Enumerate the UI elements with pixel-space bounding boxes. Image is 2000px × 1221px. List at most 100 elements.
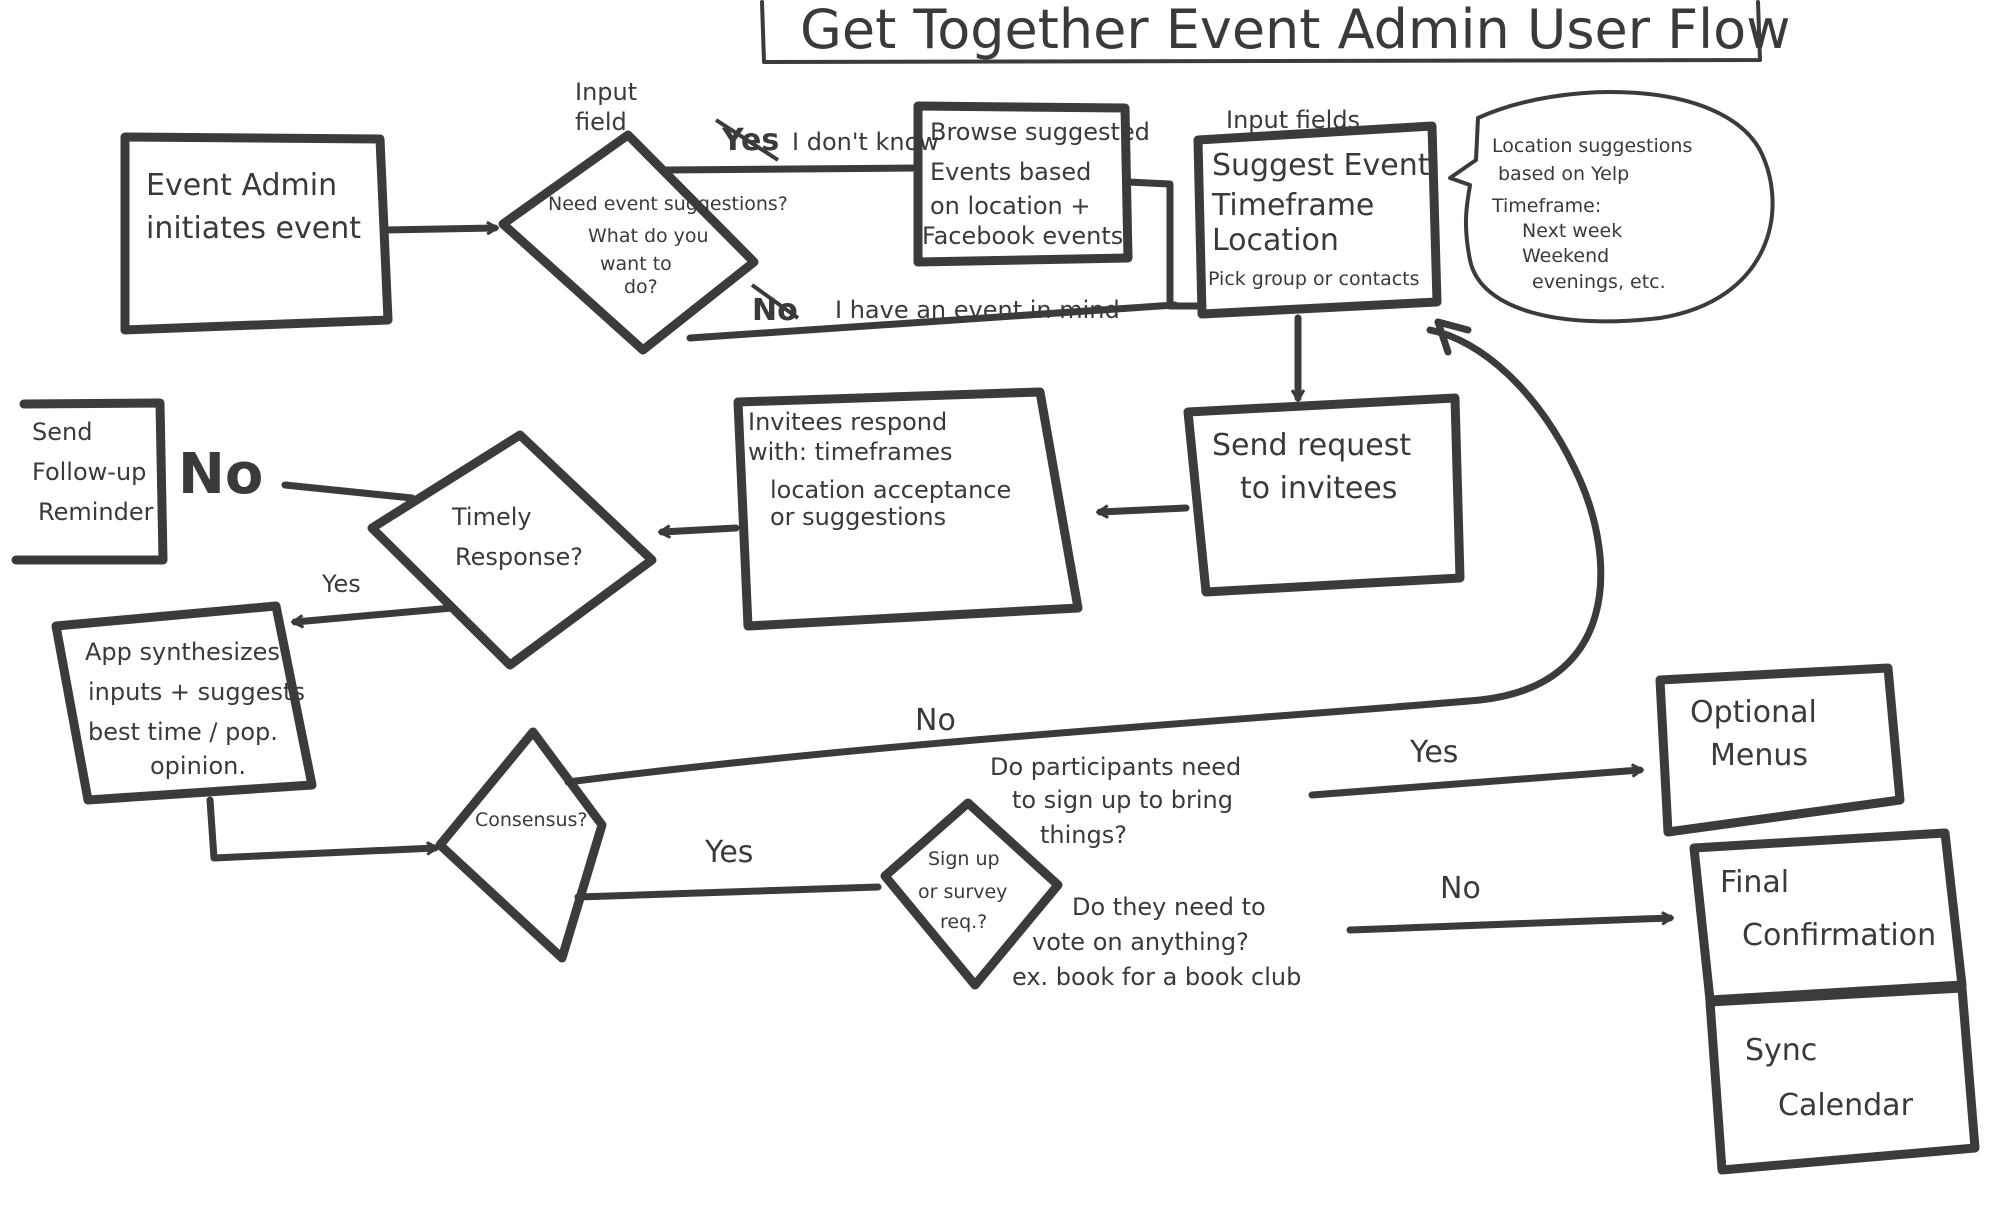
edge-label-no-timely: No xyxy=(178,442,263,507)
browse-line-4: Facebook events xyxy=(922,222,1123,250)
edge-consensus-yes: Yes xyxy=(574,835,882,901)
decision-line-3: want to xyxy=(600,253,672,275)
q-bring-line-1: Do participants need xyxy=(990,753,1241,781)
signup-line-2: or survey xyxy=(918,881,1007,903)
node-send-request: Send request to invitees xyxy=(1183,393,1465,597)
invitees-line-4: or suggestions xyxy=(770,503,946,531)
svg-text:Event Admin initiates ev: Event Admin initiates event xyxy=(146,168,361,246)
edge-send-to-invitees xyxy=(1100,504,1190,512)
edge-timely-yes: Yes xyxy=(295,570,456,622)
edge-timely-no: No xyxy=(178,442,416,507)
svg-text:Send Follow-up Rem: Send Follow-up Reminder xyxy=(32,418,154,526)
send-line-2: to invitees xyxy=(1240,471,1397,506)
location-note-line-1: Location suggestions xyxy=(1492,135,1692,157)
svg-text:Timely Response?: Timely Response? xyxy=(451,503,583,571)
follow-up-line-3: Reminder xyxy=(38,498,154,526)
svg-text:Optional Menus: Optional Menus xyxy=(1690,695,1826,773)
invitees-line-2: with: timeframes xyxy=(748,438,953,466)
sync-line-1: Sync xyxy=(1745,1033,1817,1068)
node-optional-menus: Optional Menus xyxy=(1655,663,1905,837)
edge-label-no-vote: No xyxy=(1440,871,1481,906)
node-initiate-event: Event Admin initiates event xyxy=(120,132,393,335)
suggest-line-3: Location xyxy=(1212,223,1339,258)
location-note-line-4: Next week xyxy=(1522,220,1622,242)
follow-up-line-1: Send xyxy=(32,418,92,446)
app-line-1: App synthesizes xyxy=(85,638,280,666)
app-line-3: best time / pop. xyxy=(88,718,278,746)
q-bring-line-2: to sign up to bring xyxy=(1012,786,1233,814)
app-line-4: opinion. xyxy=(150,752,246,780)
decision-line-1: Need event suggestions? xyxy=(548,193,788,215)
question-vote: Do they need to vote on anything? ex. bo… xyxy=(1012,893,1301,991)
svg-text:Invitees respond with: t: Invitees respond with: timeframes locati… xyxy=(748,408,1019,531)
initiate-line-1: Event Admin xyxy=(146,168,337,203)
diagram-title: Get Together Event Admin User Flow xyxy=(800,0,1790,61)
sync-line-2: Calendar xyxy=(1778,1088,1914,1123)
final-line-2: Confirmation xyxy=(1742,918,1936,953)
note-location-suggestions: Location suggestions based on Yelp Timef… xyxy=(1448,89,1775,324)
node-timely-response: Timely Response? xyxy=(367,430,657,670)
browse-line-1: Browse suggested xyxy=(930,118,1150,146)
svg-text:Send request to invitees: Send request to invitees xyxy=(1212,428,1421,506)
node-app-synthesizes: App synthesizes inputs + suggests best t… xyxy=(51,601,317,805)
node-sync-calendar: Sync Calendar xyxy=(1705,983,1980,1175)
node-browse-suggested: Browse suggested Events based on locatio… xyxy=(913,101,1158,267)
node-final-confirmation: Final Confirmation xyxy=(1689,828,1967,1005)
edge-browse-to-suggest xyxy=(1124,178,1206,310)
invitees-line-1: Invitees respond xyxy=(748,408,947,436)
node-consensus: Consensus? xyxy=(435,727,607,963)
consensus-label: Consensus? xyxy=(475,809,588,831)
suggest-line-2: Timeframe xyxy=(1211,188,1374,223)
svg-text:App synthesizes inputs +: App synthesizes inputs + suggests best t… xyxy=(85,638,313,780)
node-signup-survey: Sign up or survey req.? xyxy=(880,798,1063,990)
signup-line-1: Sign up xyxy=(928,848,1000,870)
timely-line-2: Response? xyxy=(455,543,583,571)
q-vote-line-2: vote on anything? xyxy=(1032,928,1249,956)
svg-text:Final Confirmation: Final Confirmation xyxy=(1720,865,1936,953)
svg-text:Suggest Event Timeframe: Suggest Event Timeframe Location Pick gr… xyxy=(1208,148,1435,290)
edge-label-yes-timely: Yes xyxy=(321,570,361,598)
decision-line-4: do? xyxy=(624,276,658,298)
location-note-line-5: Weekend xyxy=(1522,245,1609,267)
send-line-1: Send request xyxy=(1212,428,1411,463)
optional-line-2: Menus xyxy=(1710,738,1808,773)
node-follow-up: Send Follow-up Reminder xyxy=(11,398,168,565)
svg-text:Browse suggested Events: Browse suggested Events based on locatio… xyxy=(922,118,1158,250)
signup-line-3: req.? xyxy=(940,911,987,933)
strike-mark xyxy=(750,283,800,320)
suggest-line-1: Suggest Event xyxy=(1212,148,1430,183)
edge-label-i-have-event: I have an event in mind xyxy=(835,296,1120,324)
svg-text:Sign up or survey: Sign up or survey req.? xyxy=(918,848,1013,933)
invitees-line-3: location acceptance xyxy=(770,476,1011,504)
edge-app-to-consensus xyxy=(206,796,435,862)
decision-line-2: What do you xyxy=(588,225,709,247)
node-invitees-respond: Invitees respond with: timeframes locati… xyxy=(733,387,1083,631)
input-field-note-2: field xyxy=(575,108,627,136)
edge-invitees-to-timely xyxy=(662,528,740,532)
edge-bring-yes: Yes xyxy=(1308,735,1640,799)
edge-initiate-to-decision xyxy=(381,228,495,230)
edge-consensus-no: No xyxy=(564,318,1605,786)
title-frame: Get Together Event Admin User Flow xyxy=(760,0,1790,64)
timely-line-1: Timely xyxy=(451,503,532,531)
location-note-line-6: evenings, etc. xyxy=(1532,271,1666,293)
location-note-line-3: Timeframe: xyxy=(1491,195,1601,217)
final-line-1: Final xyxy=(1720,865,1789,900)
initiate-line-2: initiates event xyxy=(146,211,361,246)
app-line-2: inputs + suggests xyxy=(88,678,305,706)
browse-line-2: Events based xyxy=(930,158,1091,186)
strike-mark xyxy=(714,118,780,162)
node-decision-suggestions: Need event suggestions? What do you want… xyxy=(498,78,788,355)
edge-no-to-suggest: No I have an event in mind xyxy=(686,283,1179,342)
svg-text:Sync Calendar: Sync Calendar xyxy=(1745,1033,1914,1123)
location-note-line-2: based on Yelp xyxy=(1498,163,1629,185)
node-suggest-event: Input fields Suggest Event Timeframe Loc… xyxy=(1193,106,1442,319)
edge-label-no-consensus: No xyxy=(915,703,956,738)
edge-yes-to-browse: Yes I don't know xyxy=(662,118,939,174)
question-bring-things: Do participants need to sign up to bring… xyxy=(990,753,1249,849)
follow-up-line-2: Follow-up xyxy=(32,458,146,486)
suggest-line-4: Pick group or contacts xyxy=(1208,268,1420,290)
edge-vote-no: No xyxy=(1346,871,1670,934)
q-vote-line-3: ex. book for a book club xyxy=(1012,963,1301,991)
